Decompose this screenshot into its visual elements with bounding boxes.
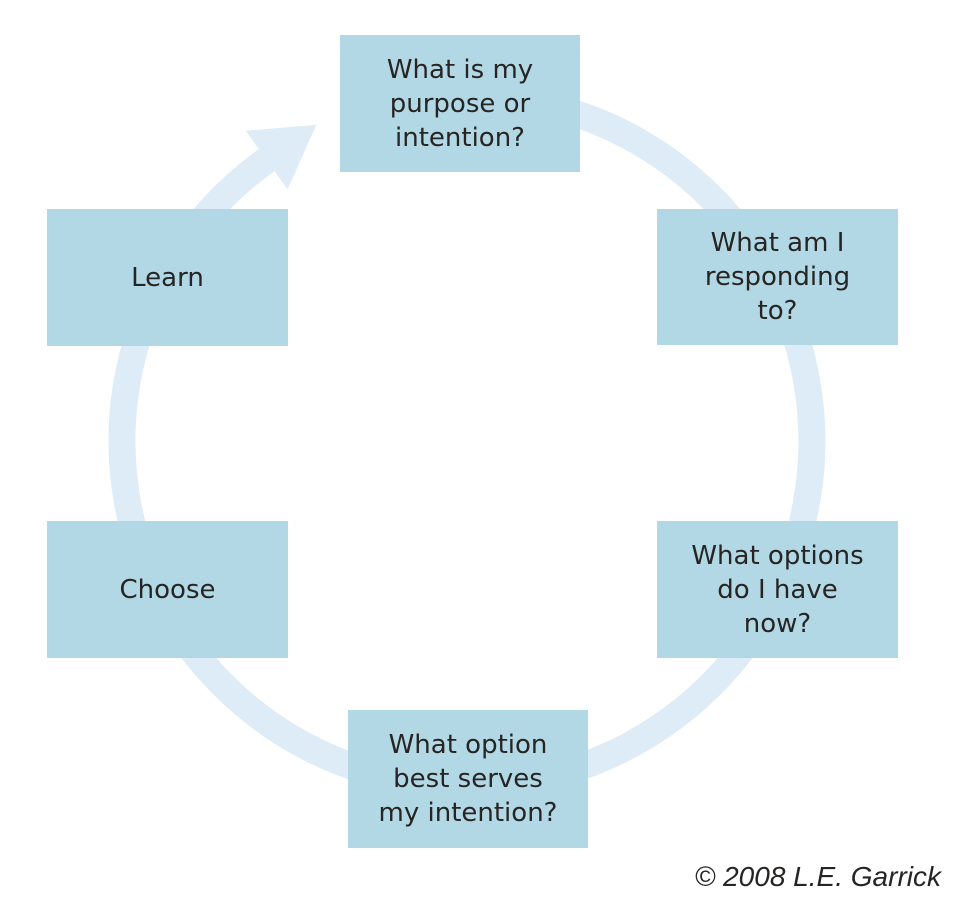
node-best-option-label: What option best serves my intention? bbox=[378, 730, 558, 828]
node-learn: Learn bbox=[47, 209, 288, 346]
node-best-option: What option best serves my intention? bbox=[348, 710, 588, 848]
node-purpose: What is my purpose or intention? bbox=[340, 35, 580, 172]
node-choose: Choose bbox=[47, 521, 288, 658]
node-responding: What am I responding to? bbox=[657, 209, 898, 345]
node-purpose-label: What is my purpose or intention? bbox=[386, 54, 534, 153]
node-choose-label: Choose bbox=[119, 574, 216, 605]
node-responding-label: What am I responding to? bbox=[704, 228, 851, 326]
node-options-label: What options do I have now? bbox=[691, 540, 864, 639]
node-options: What options do I have now? bbox=[657, 521, 898, 658]
copyright-text: © 2008 L.E. Garrick bbox=[694, 861, 941, 892]
node-learn-label: Learn bbox=[131, 262, 204, 293]
